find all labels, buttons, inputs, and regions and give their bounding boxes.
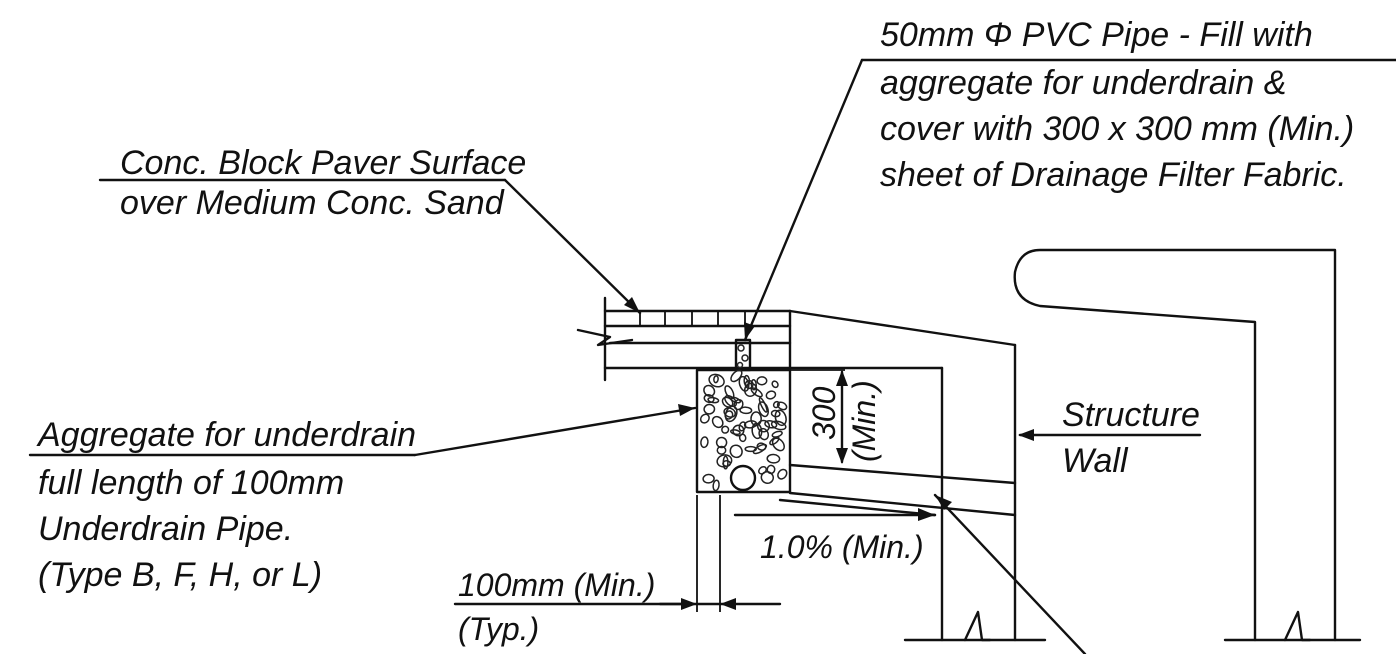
- aggregate-stone: [769, 436, 780, 446]
- pvc-pipe-riser: [734, 338, 752, 372]
- aggregate-stone: [711, 415, 724, 429]
- paver-note-line1: Conc. Block Paver Surface: [120, 144, 526, 182]
- slope-label: 1.0% (Min.): [760, 529, 924, 565]
- aggregate-stone: [771, 380, 779, 389]
- pvc-note-line4: sheet of Drainage Filter Fabric.: [880, 156, 1347, 194]
- aggregate-stone: [758, 427, 770, 441]
- aggregate-stone: [743, 374, 751, 387]
- fabric-leader: [933, 493, 1087, 654]
- aggregate-stone: [715, 436, 728, 449]
- aggregate-stone: [765, 390, 777, 400]
- aggregate-stone: [700, 436, 709, 449]
- aggregate-stone: [713, 375, 719, 384]
- aggregate-stone: [730, 429, 741, 436]
- depth-value: 300: [806, 386, 842, 440]
- wall-note-line1: Structure: [1062, 396, 1200, 434]
- aggregate-stone: [774, 409, 787, 427]
- aggregate-stone: [721, 396, 734, 408]
- aggregate-stone: [738, 421, 747, 432]
- aggregate-stone: [730, 396, 742, 404]
- underdrain-pipe: [729, 464, 757, 492]
- aggregate-stone: [722, 460, 732, 467]
- aggregate-stone: [708, 373, 725, 388]
- aggregate-stone: [777, 468, 788, 480]
- aggregate-stone: [776, 401, 788, 411]
- aggregate-stone: [758, 466, 767, 475]
- pvc-note-line1: 50mm Φ PVC Pipe - Fill with: [880, 16, 1313, 54]
- aggregate-stone: [756, 442, 767, 451]
- width-dimension-line1: 100mm (Min.): [458, 567, 655, 603]
- aggregate-stone: [770, 420, 787, 431]
- depth-qualifier: (Min.): [846, 380, 882, 462]
- aggregate-stone: [760, 470, 775, 485]
- paver-note-line2: over Medium Conc. Sand: [120, 184, 505, 222]
- aggregate-stone: [756, 419, 771, 433]
- depth-dimension: [790, 369, 848, 464]
- aggregate-stone: [721, 425, 730, 434]
- pvc-note-line3: cover with 300 x 300 mm (Min.): [880, 110, 1354, 148]
- aggregate-stone: [730, 369, 743, 383]
- aggregate-stone: [724, 405, 738, 423]
- aggregate-stone: [724, 394, 738, 408]
- aggregate-stone: [750, 378, 757, 391]
- aggregate-stone: [750, 411, 762, 427]
- structure-wall: [788, 309, 1047, 642]
- barrier-parapet: [1013, 248, 1362, 642]
- aggregate-stone: [744, 445, 757, 453]
- aggregate-stone: [716, 445, 727, 455]
- pvc-note-line2: aggregate for underdrain &: [880, 64, 1286, 102]
- aggregate-note-line1: Aggregate for underdrain: [36, 416, 416, 454]
- aggregate-stone: [729, 444, 743, 459]
- aggregate-stone: [699, 413, 710, 424]
- aggregate-stone: [744, 379, 754, 390]
- wall-leader: [1018, 429, 1202, 441]
- aggregate-leader: [28, 404, 697, 457]
- aggregate-stone: [757, 401, 769, 418]
- aggregate-stone: [723, 407, 737, 418]
- aggregate-stone: [702, 473, 715, 484]
- paver-surface: [576, 296, 792, 382]
- aggregate-stone: [739, 406, 753, 415]
- aggregate-stone: [712, 479, 720, 492]
- aggregate-trench: [695, 368, 792, 494]
- aggregate-stone: [764, 420, 778, 429]
- width-dimension: [453, 495, 782, 612]
- aggregate-note-line2: full length of 100mm: [38, 464, 344, 502]
- aggregate-stone: [770, 409, 781, 418]
- aggregate-stone: [738, 375, 750, 392]
- aggregate-stone: [703, 384, 716, 397]
- aggregate-stones: [699, 369, 788, 492]
- aggregate-stone: [751, 422, 763, 440]
- aggregate-stone: [771, 437, 785, 452]
- paver-leader: [98, 178, 642, 315]
- aggregate-note-line4: (Type B, F, H, or L): [38, 556, 322, 594]
- wall-note-line2: Wall: [1062, 442, 1129, 480]
- aggregate-stone: [756, 376, 768, 386]
- pvc-leader: [743, 58, 1396, 342]
- width-dimension-line2: (Typ.): [458, 611, 539, 647]
- aggregate-stone: [752, 443, 768, 455]
- aggregate-stone: [703, 394, 715, 404]
- aggregate-stone: [766, 453, 781, 464]
- aggregate-stone: [743, 382, 758, 397]
- aggregate-stone: [771, 430, 783, 438]
- aggregate-stone: [703, 403, 716, 415]
- slope-leader: [733, 498, 937, 521]
- aggregate-note-line3: Underdrain Pipe.: [38, 510, 293, 548]
